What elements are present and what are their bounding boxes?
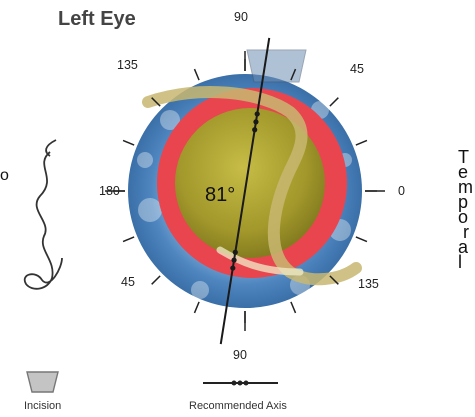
ring-tick: [151, 97, 161, 107]
ring-tick: [355, 236, 368, 243]
ring-tick: [122, 236, 135, 243]
eye-title: Left Eye: [58, 8, 136, 30]
ring-ticks: [105, 51, 385, 331]
axis-label-upper-right: 45: [350, 62, 364, 76]
axis-label-right: 0: [398, 184, 405, 198]
squiggle-bracket: [45, 139, 57, 157]
haptic-band: [142, 85, 362, 286]
axis-dots: [230, 111, 260, 271]
ring-tick: [329, 97, 339, 107]
ring-tick: [151, 275, 161, 285]
axis-dot: [231, 257, 237, 263]
ring-tick: [290, 301, 297, 314]
left-edge-fragment: o: [0, 167, 9, 184]
ring-tick: [329, 275, 339, 285]
haptic-band-light: [216, 246, 304, 276]
ring-tick: [290, 68, 297, 81]
axis-label-bottom: 90: [233, 348, 247, 362]
axis-label-top: 90: [234, 10, 248, 24]
axis-dot: [232, 249, 238, 255]
axis-dot: [254, 111, 260, 117]
axis-dot: [253, 119, 259, 125]
ring-tick: [122, 139, 135, 146]
axis-label-upper-left: 135: [117, 58, 138, 72]
recommended-axis-line: [219, 37, 271, 345]
legend-incision-icon: [26, 371, 59, 393]
axis-label-left: 180: [99, 184, 120, 198]
ring-tick: [193, 301, 200, 314]
legend-incision-label: Incision: [24, 400, 62, 412]
side-text-fragment: T e m p o r a l: [458, 147, 473, 272]
axis-label-lower-right: 135: [358, 277, 379, 291]
ring-tick: [355, 139, 368, 146]
squiggle-drawing: [23, 151, 63, 290]
ring-tick: [193, 68, 200, 81]
recommended-axis-value: 81°: [205, 184, 236, 206]
axis-dot: [252, 127, 258, 133]
axis-label-lower-left: 45: [121, 275, 135, 289]
legend-axis-dots: [231, 380, 249, 386]
legend-axis-label: Recommended Axis: [189, 400, 287, 412]
axis-dot: [230, 265, 236, 271]
incision-marker: [246, 49, 307, 83]
lens-disc: [175, 108, 325, 258]
